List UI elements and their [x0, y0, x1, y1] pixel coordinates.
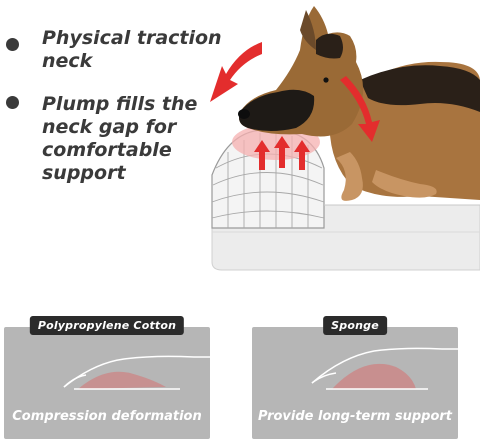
arrow-left-icon: [210, 42, 262, 102]
arrow-down-icon: [340, 76, 380, 142]
dog-on-bed-illustration: [210, 6, 480, 271]
traction-arrows: [210, 42, 380, 170]
arrow-up-icon: [294, 140, 310, 170]
feature-neck-gap-support: Plump fills the neck gap for comfortable…: [42, 93, 198, 184]
panel-tag: Sponge: [323, 316, 387, 335]
panel-caption: Compression deformation: [12, 409, 202, 424]
compressed-bolster-illustration: [63, 355, 210, 390]
comparison-panel-polypropylene: Polypropylene Cotton Compression deforma…: [4, 316, 210, 439]
feature-traction-neck: Physical traction neck: [42, 27, 222, 72]
supportive-bolster-illustration: [311, 347, 458, 390]
arrow-up-icon: [274, 136, 290, 168]
arrow-up-icon: [254, 140, 270, 170]
bullet-dot-icon: [6, 38, 19, 51]
panel-tag: Polypropylene Cotton: [29, 316, 185, 335]
comparison-panel-sponge: Sponge Provide long-term support: [252, 316, 458, 439]
panel-caption: Provide long-term support: [257, 409, 453, 424]
bullet-dot-icon: [6, 96, 19, 109]
